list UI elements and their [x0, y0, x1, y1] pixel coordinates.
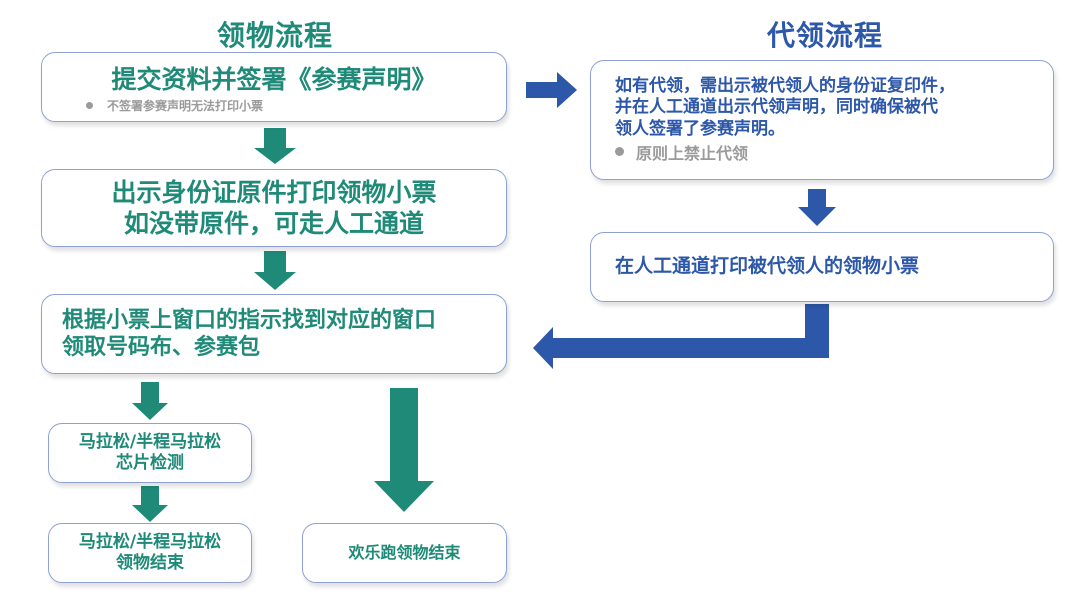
pickup-step1-box: 提交资料并签署《参赛声明》 不签署参赛声明无法打印小票 — [41, 52, 507, 122]
marathon-chip-check-box: 马拉松/半程马拉松 芯片检测 — [48, 423, 252, 483]
pickup-step1-note-text: 不签署参赛声明无法打印小票 — [107, 98, 264, 113]
proxy-step1-line3: 领人签署了参赛声明。 — [615, 118, 785, 139]
arrow-down-step3-to-chip — [132, 382, 168, 420]
marathon-end-box: 马拉松/半程马拉松 领物结束 — [48, 523, 252, 583]
arrow-down-proxy-step1-to-step2 — [798, 189, 836, 226]
pickup-step3-box: 根据小票上窗口的指示找到对应的窗口 领取号码布、参赛包 — [41, 294, 507, 374]
marathon-end-line1: 马拉松/半程马拉松 — [78, 531, 222, 552]
proxy-step2-box: 在人工通道打印被代领人的领物小票 — [590, 232, 1054, 302]
marathon-chip-line2: 芯片检测 — [116, 453, 184, 473]
pickup-step2-box: 出示身份证原件打印领物小票 如没带原件，可走人工通道 — [41, 169, 507, 247]
arrow-down-chip-to-marathon-end — [132, 486, 168, 522]
bullet-icon — [86, 101, 93, 109]
pickup-step3-line1: 根据小票上窗口的指示找到对应的窗口 — [62, 307, 437, 333]
marathon-chip-line1: 马拉松/半程马拉松 — [78, 431, 222, 452]
bullet-icon — [615, 147, 624, 157]
pickup-step3-line2: 领取号码布、参赛包 — [62, 335, 261, 360]
pickup-step1-note: 不签署参赛声明无法打印小票 — [86, 97, 494, 114]
proxy-step1-line2: 并在人工通道出示代领声明，同时确保被代 — [615, 97, 938, 118]
proxy-step1-note: 原则上禁止代领 — [615, 140, 1053, 164]
proxy-step1-line1: 如有代领，需出示被代领人的身份证复印件， — [615, 76, 955, 97]
pickup-step1-text: 提交资料并签署《参赛声明》 — [111, 65, 437, 95]
fun-run-end-text: 欢乐跑领物结束 — [348, 543, 461, 562]
marathon-end-line2: 领物结束 — [116, 553, 184, 573]
proxy-step2-text: 在人工通道打印被代领人的领物小票 — [615, 255, 920, 278]
pickup-step2-line1: 出示身份证原件打印领物小票 — [111, 177, 437, 207]
pickup-step2-line2: 如没带原件，可走人工通道 — [123, 209, 424, 238]
arrow-down-step2-to-step3 — [254, 251, 296, 290]
arrow-down-step1-to-step2 — [254, 128, 296, 164]
proxy-flow-title: 代领流程 — [766, 19, 883, 52]
arrow-elbow-proxy-to-step3 — [533, 304, 829, 369]
fun-run-end-box: 欢乐跑领物结束 — [302, 523, 507, 583]
proxy-step1-note-text: 原则上禁止代领 — [636, 143, 749, 163]
proxy-step1-box: 如有代领，需出示被代领人的身份证复印件， 并在人工通道出示代领声明，同时确保被代… — [590, 60, 1054, 180]
arrow-right-to-proxy-flow — [526, 72, 577, 108]
arrow-down-step3-to-fun-run-end — [374, 388, 434, 512]
pickup-flow-title: 领物流程 — [216, 19, 333, 52]
